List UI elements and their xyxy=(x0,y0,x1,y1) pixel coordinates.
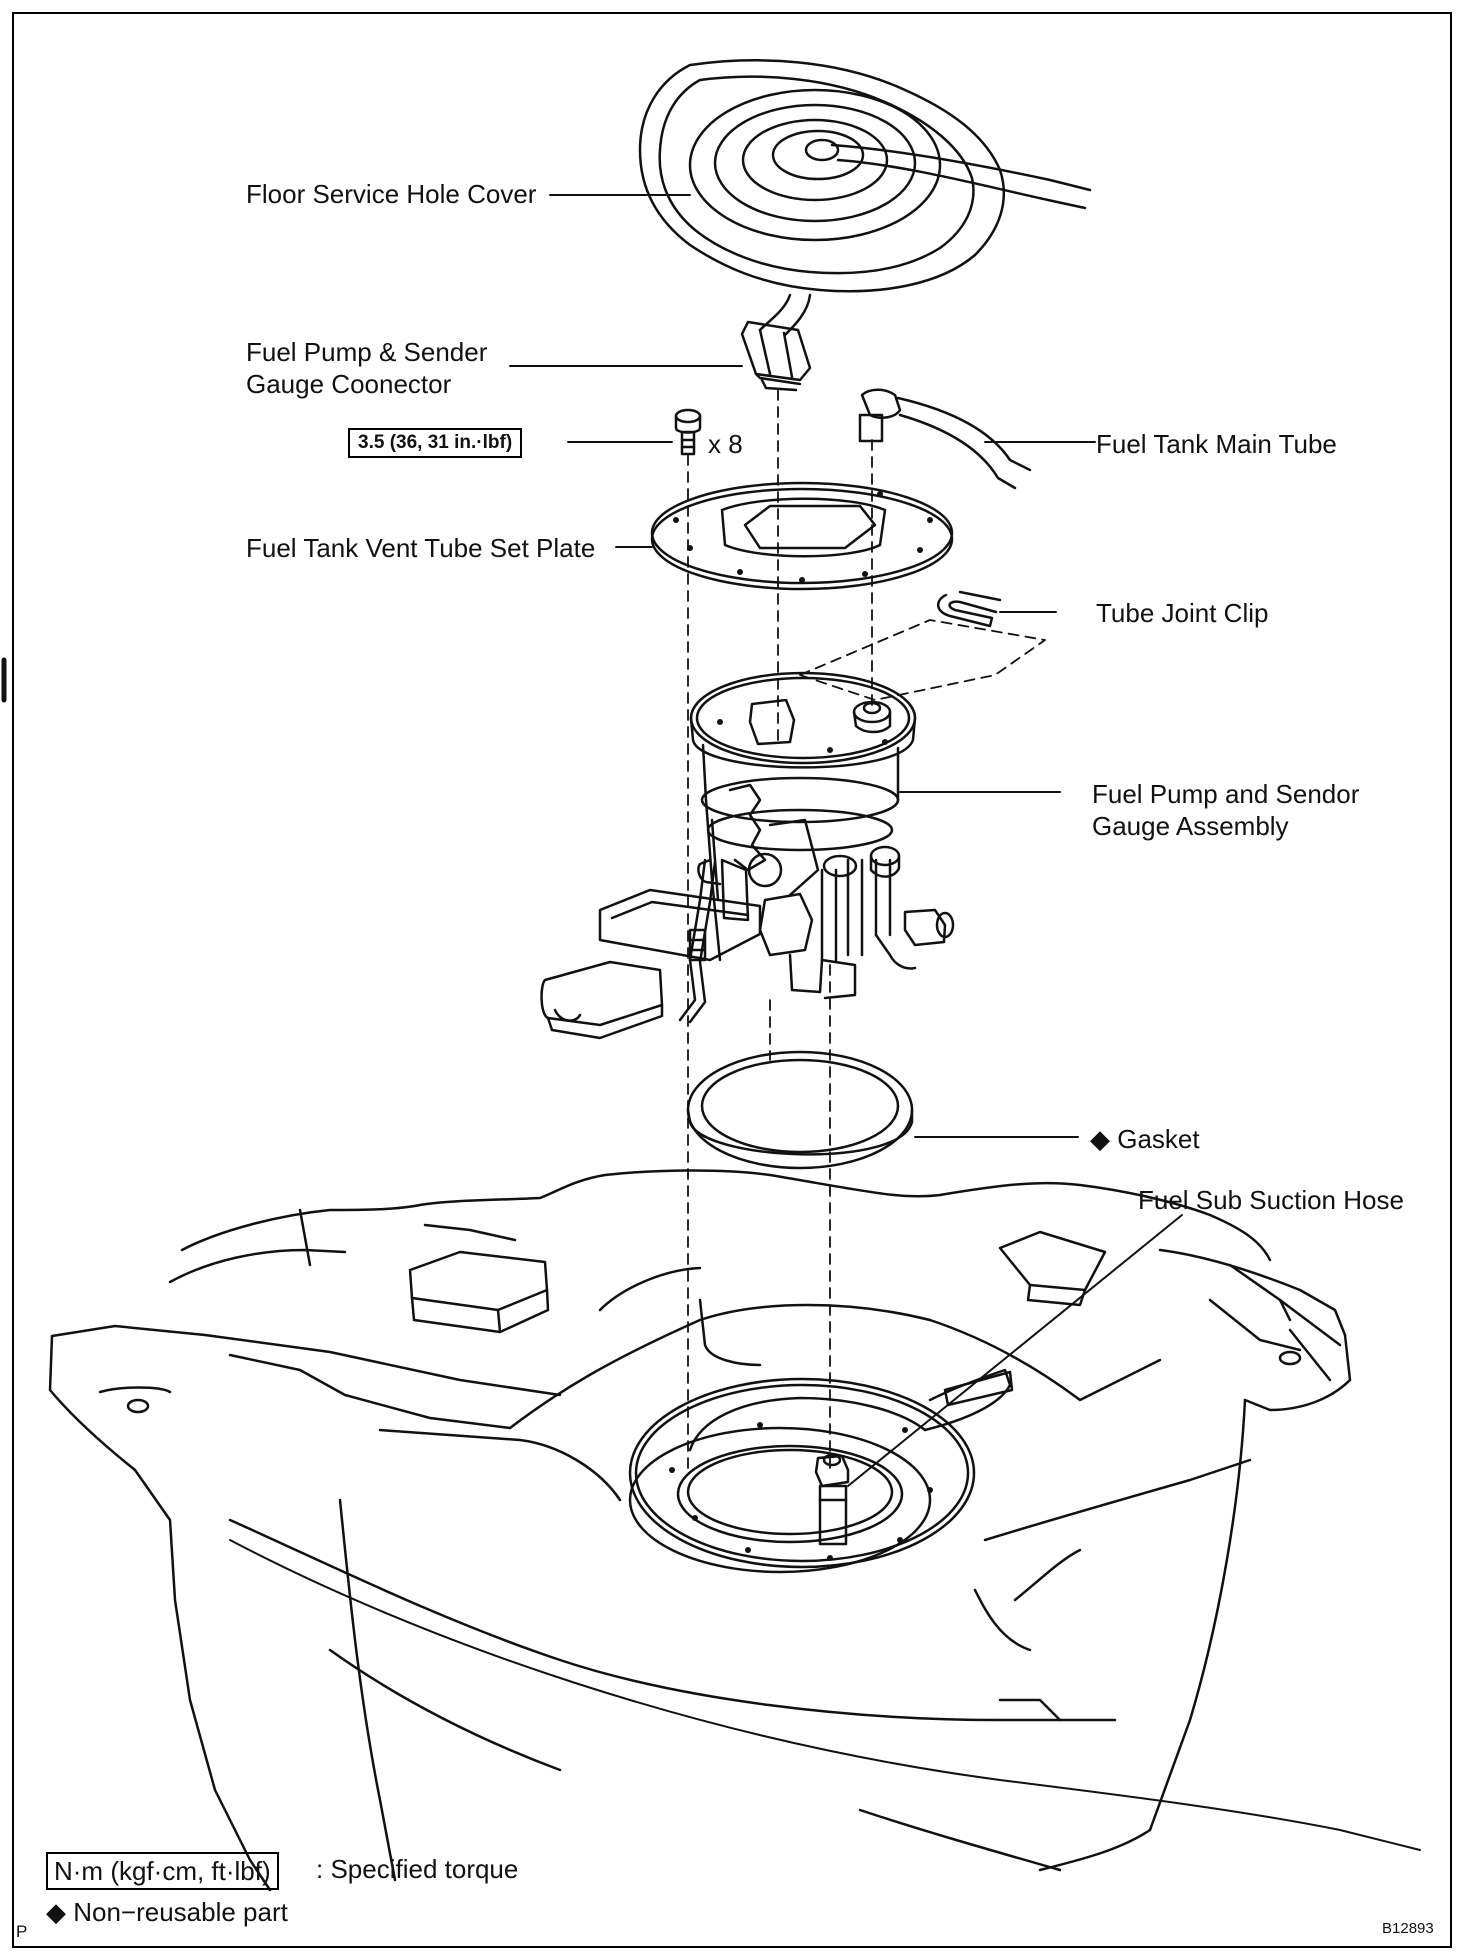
leader-sub-suction xyxy=(847,1214,1183,1487)
vent-tube-set-plate xyxy=(650,481,954,591)
pump-sender-connector xyxy=(740,320,812,392)
label-sub-suction-hose: Fuel Sub Suction Hose xyxy=(1138,1185,1404,1215)
label-joint-clip: Tube Joint Clip xyxy=(1096,598,1269,628)
clip-position-guide xyxy=(799,619,1046,701)
label-floor-service-hole-cover: Floor Service Hole Cover xyxy=(246,179,537,209)
label-connector-line2: Gauge Coonector xyxy=(246,369,452,399)
label-vent-plate: Fuel Tank Vent Tube Set Plate xyxy=(246,533,596,563)
label-main-tube: Fuel Tank Main Tube xyxy=(1096,429,1337,459)
torque-spec-box: 3.5 (36, 31 in.·lbf) xyxy=(348,428,523,458)
page-letter: P xyxy=(16,1922,28,1941)
legend-torque-unit-box: N·m (kgf·cm, ft·lbf) xyxy=(46,1852,279,1890)
tube-joint-clip xyxy=(937,590,1002,628)
label-pump-assy-line2: Gauge Assembly xyxy=(1092,811,1289,841)
bolt-count: x 8 xyxy=(708,429,743,459)
diagram-frame xyxy=(12,12,1452,1948)
legend-nonreusable: ◆ Non−reusable part xyxy=(46,1897,288,1927)
label-pump-assy-line1: Fuel Pump and Sendor xyxy=(1092,779,1360,809)
set-plate-bolt xyxy=(674,408,702,456)
tank-edge-line xyxy=(229,1539,1421,1851)
figure-id: B12893 xyxy=(1382,1920,1434,1937)
label-gasket: ◆ Gasket xyxy=(1090,1124,1200,1154)
fuel-tank-main-tube xyxy=(858,388,1032,490)
label-connector-line1: Fuel Pump & Sender xyxy=(246,337,488,367)
legend-torque-desc: : Specified torque xyxy=(316,1854,519,1884)
pump-sender-gauge-assembly xyxy=(540,671,955,1040)
gasket xyxy=(686,1050,914,1170)
assembly-guide-lines xyxy=(687,389,873,1471)
floor-service-hole-cover xyxy=(638,59,1092,337)
fuel-tank xyxy=(48,1169,1352,1892)
